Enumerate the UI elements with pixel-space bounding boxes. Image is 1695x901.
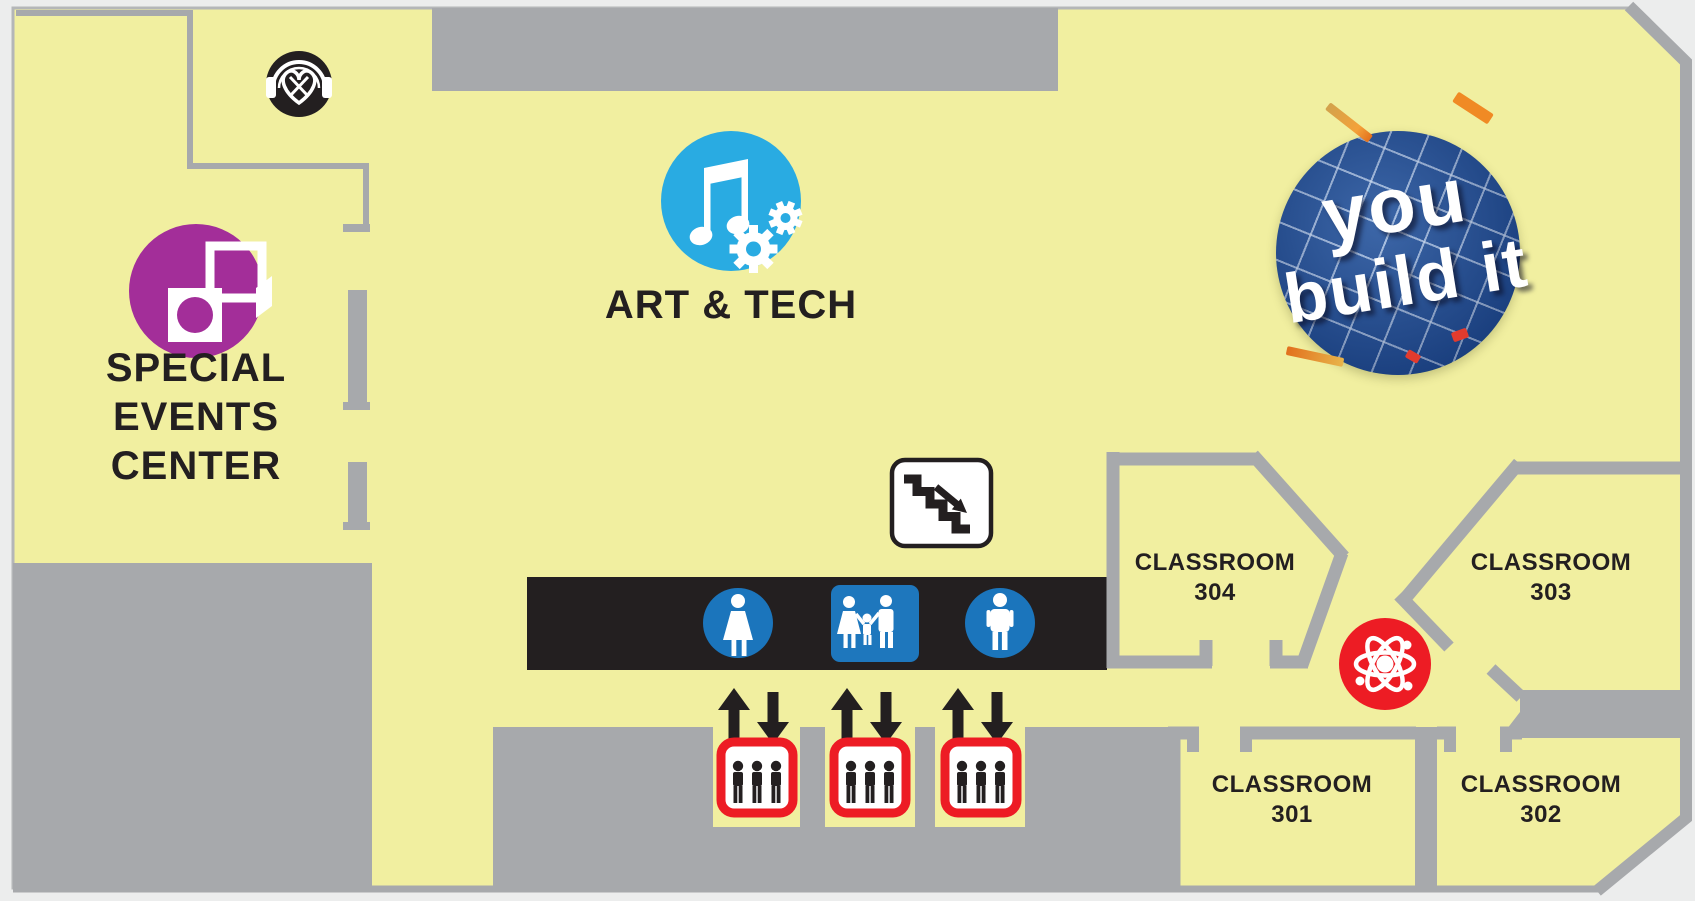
- special-events-center-label: SPECIAL EVENTS CENTER: [105, 346, 287, 488]
- classroom-302-label: CLASSROOM 302: [1460, 771, 1622, 828]
- special-events-door-walls: [343, 224, 370, 530]
- gear-icon: [768, 200, 803, 236]
- special-events-icon: [129, 224, 272, 358]
- classroom-301-label: CLASSROOM 301: [1211, 771, 1373, 828]
- outer-border: [13, 1, 1692, 896]
- gear-icon: [729, 225, 778, 273]
- top-service-bar: [432, 8, 1058, 91]
- art-tech-label: ART & TECH: [604, 283, 858, 327]
- elevator-icon: [829, 688, 911, 818]
- special-events-walls: [16, 10, 369, 224]
- lower-left-service-area: [13, 563, 372, 888]
- headphones-heart-icon: [266, 51, 332, 117]
- elevator-icon: [940, 688, 1022, 818]
- classroom-303-walls: [1394, 458, 1683, 702]
- classroom-301-302-walls: [1167, 726, 1522, 888]
- art-tech-icon: [661, 131, 803, 273]
- stairs-down-icon: [889, 457, 994, 549]
- elevators: [716, 688, 1022, 818]
- you-build-it-badge: [1276, 131, 1520, 375]
- mens-restroom-icon: [965, 588, 1035, 658]
- science-atom-icon: [1339, 618, 1431, 710]
- family-restroom-icon: [831, 585, 919, 662]
- classroom-304-walls: [1106, 450, 1349, 669]
- band-303-302: [1500, 690, 1683, 738]
- elevator-icon: [716, 688, 798, 818]
- classroom-303-label: CLASSROOM 303: [1470, 549, 1632, 606]
- womens-restroom-icon: [703, 588, 773, 658]
- classroom-304-label: CLASSROOM 304: [1134, 549, 1296, 606]
